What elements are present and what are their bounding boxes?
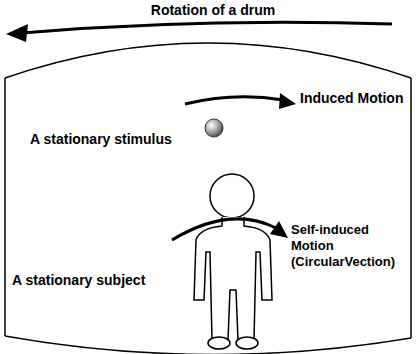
motion-label: Induced Motion — [300, 90, 410, 106]
subject-label: A stationary subject — [12, 272, 182, 288]
drum-side — [410, 78, 412, 338]
stimulus-ball — [205, 119, 223, 137]
arrow-head — [6, 24, 28, 42]
subject-body — [194, 217, 272, 340]
subject-head — [210, 174, 254, 218]
vection-arrow — [172, 219, 276, 240]
subject-foot — [236, 337, 258, 349]
arrow-head — [279, 93, 296, 109]
motion-label: Self-induced Motion (CircularVection) — [291, 222, 408, 270]
drum-top — [5, 43, 411, 78]
drum-side — [4, 78, 6, 336]
arrow-head — [270, 221, 288, 238]
figure-caption: Rotation of a drum — [128, 2, 298, 18]
induced-arrow — [185, 97, 283, 104]
subject-foot — [208, 337, 230, 349]
rotation-arrow — [22, 22, 392, 33]
drum-bottom — [5, 336, 411, 354]
stimulus-label: A stationary stimulus — [30, 131, 200, 147]
